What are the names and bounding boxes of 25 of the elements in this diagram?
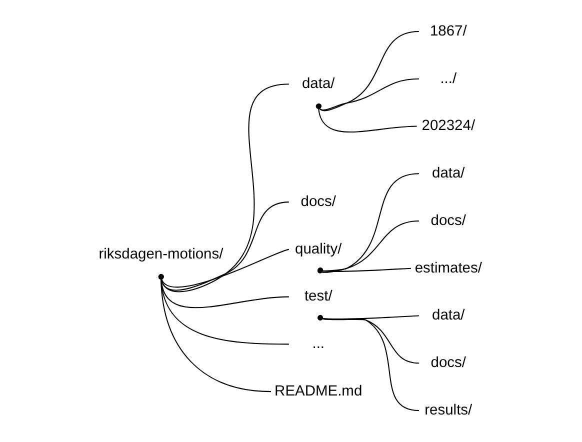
node-text: test/ [304, 288, 332, 305]
node-text: README.md [274, 383, 362, 400]
node-text: .../ [440, 70, 457, 87]
connector [318, 315, 419, 364]
node-text: data/ [432, 308, 465, 324]
node-text: 1867/ [430, 23, 467, 40]
node-text: data/ [432, 166, 465, 182]
node-text: docs/ [300, 194, 336, 210]
node-text: docs/ [430, 355, 466, 372]
connector [158, 274, 272, 392]
node-text: data/ [302, 76, 335, 92]
node-text: estimates/ [414, 260, 482, 276]
connector [318, 315, 419, 412]
connector [158, 84, 289, 292]
node-text: 202324/ [422, 118, 476, 134]
node-text: results/ [424, 402, 472, 418]
connector [158, 274, 289, 345]
node-text: docs/ [430, 212, 466, 229]
connector [158, 202, 289, 291]
connector [158, 274, 289, 308]
connector [158, 248, 290, 288]
node-text: ... [312, 336, 325, 352]
connector [318, 314, 419, 320]
node-text: riksdagen-motions/ [98, 246, 224, 263]
node-text: quality/ [295, 241, 342, 258]
